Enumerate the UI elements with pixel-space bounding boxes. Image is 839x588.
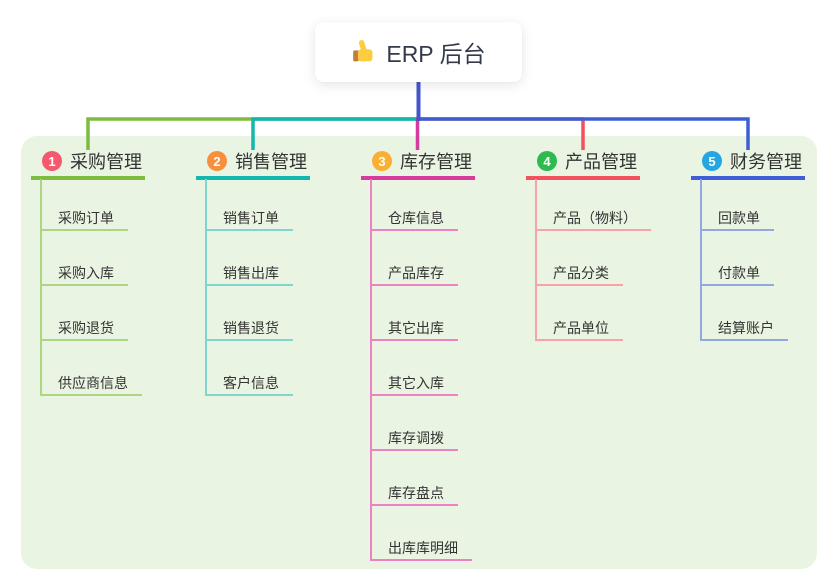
child-topic-label: 产品单位 [553, 320, 609, 336]
branch-topic[interactable]: 1 采购管理 [31, 150, 145, 180]
child-topic[interactable]: 出库库明细 [370, 538, 472, 561]
branch-index-badge: 3 [372, 151, 392, 171]
branch-topic[interactable]: 4 产品管理 [526, 150, 640, 180]
child-topic-label: 采购入库 [58, 265, 114, 281]
branch-spine [205, 179, 207, 396]
child-topic[interactable]: 采购订单 [40, 208, 128, 231]
child-topic-label: 产品（物料） [553, 210, 637, 226]
branch-3: 3 库存管理仓库信息产品库存其它出库其它入库库存调拨库存盘点出库库明细 [361, 150, 475, 561]
child-topic-label: 销售订单 [223, 210, 279, 226]
root-topic[interactable]: ERP 后台 [315, 22, 522, 82]
branch-index-badge: 2 [207, 151, 227, 171]
child-topic[interactable]: 库存调拨 [370, 428, 458, 451]
branch-topic-label: 销售管理 [235, 152, 307, 172]
child-topic[interactable]: 结算账户 [700, 318, 788, 341]
branch-2: 2 销售管理销售订单销售出库销售退货客户信息 [196, 150, 310, 396]
child-topic[interactable]: 产品单位 [535, 318, 623, 341]
child-topic[interactable]: 销售订单 [205, 208, 293, 231]
child-topic-label: 回款单 [718, 210, 760, 226]
child-topic-label: 其它出库 [388, 320, 444, 336]
branch-index-badge: 4 [537, 151, 557, 171]
child-topic-label: 采购订单 [58, 210, 114, 226]
child-topic-label: 产品库存 [388, 265, 444, 281]
child-topic-label: 供应商信息 [58, 375, 128, 391]
child-topic-label: 仓库信息 [388, 210, 444, 226]
branch-index-badge: 5 [702, 151, 722, 171]
child-topic[interactable]: 产品（物料） [535, 208, 651, 231]
child-topic[interactable]: 供应商信息 [40, 373, 142, 396]
child-topic[interactable]: 销售出库 [205, 263, 293, 286]
child-topic-label: 采购退货 [58, 320, 114, 336]
child-topic[interactable]: 其它出库 [370, 318, 458, 341]
child-topic[interactable]: 销售退货 [205, 318, 293, 341]
child-topic[interactable]: 产品库存 [370, 263, 458, 286]
branch-4: 4 产品管理产品（物料） 产品分类产品单位 [526, 150, 651, 341]
branch-underline [526, 176, 640, 180]
child-topic[interactable]: 仓库信息 [370, 208, 458, 231]
branch-1: 1 采购管理采购订单采购入库采购退货供应商信息 [31, 150, 145, 396]
child-topic-label: 付款单 [718, 265, 760, 281]
branch-topic[interactable]: 2 销售管理 [196, 150, 310, 180]
branch-topic-label: 产品管理 [565, 152, 637, 172]
child-topic[interactable]: 采购入库 [40, 263, 128, 286]
branch-spine [40, 179, 42, 396]
branch-index-badge: 1 [42, 151, 62, 171]
branch-underline [361, 176, 475, 180]
child-topic-label: 出库库明细 [388, 540, 458, 556]
child-topic-label: 销售退货 [223, 320, 279, 336]
branch-topic[interactable]: 5 财务管理 [691, 150, 805, 180]
branch-topic-label: 财务管理 [730, 152, 802, 172]
child-topic[interactable]: 其它入库 [370, 373, 458, 396]
child-topic-label: 销售出库 [223, 265, 279, 281]
branch-spine [535, 179, 537, 341]
branch-spine [700, 179, 702, 341]
child-topic[interactable]: 产品分类 [535, 263, 623, 286]
child-topic[interactable]: 回款单 [700, 208, 774, 231]
branch-spine [370, 179, 372, 561]
branch-underline [691, 176, 805, 180]
branch-underline [31, 176, 145, 180]
child-topic-label: 结算账户 [718, 320, 774, 336]
branch-topic-label: 库存管理 [400, 152, 472, 172]
branch-topic[interactable]: 3 库存管理 [361, 150, 475, 180]
branch-topic-label: 采购管理 [70, 152, 142, 172]
child-topic-label: 其它入库 [388, 375, 444, 391]
child-topic[interactable]: 付款单 [700, 263, 774, 286]
child-topic[interactable]: 库存盘点 [370, 483, 458, 506]
child-topic[interactable]: 采购退货 [40, 318, 128, 341]
branch-underline [196, 176, 310, 180]
root-topic-label: ERP 后台 [386, 41, 486, 67]
branches-panel [21, 136, 817, 569]
child-topic-label: 库存调拨 [388, 430, 444, 446]
branch-5: 5 财务管理回款单付款单结算账户 [691, 150, 805, 341]
child-topic[interactable]: 客户信息 [205, 373, 293, 396]
child-topic-label: 产品分类 [553, 265, 609, 281]
child-topic-label: 库存盘点 [388, 485, 444, 501]
thumbs-up-icon [351, 39, 377, 65]
child-topic-label: 客户信息 [223, 375, 279, 391]
